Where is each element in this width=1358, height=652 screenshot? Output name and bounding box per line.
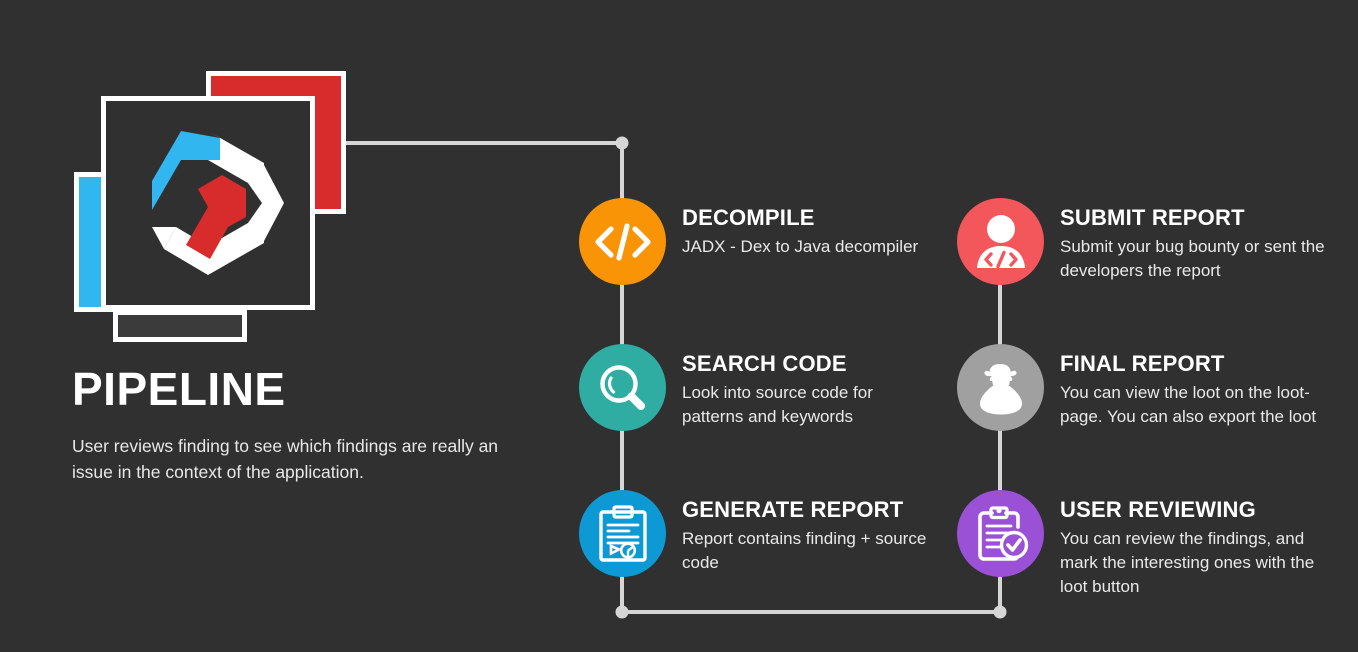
- step-decompile-text: DECOMPILE JADX - Dex to Java decompiler: [682, 198, 932, 259]
- step-decompile-icon-circle[interactable]: [579, 198, 666, 285]
- code-brackets-icon: [594, 222, 651, 261]
- step-user-reviewing[interactable]: USER REVIEWING You can review the findin…: [957, 490, 1328, 599]
- developer-person-icon: [976, 214, 1025, 268]
- step-user-reviewing-title: USER REVIEWING: [1060, 497, 1256, 522]
- hexagon-logo-icon: [152, 131, 284, 275]
- pipeline-logo: [0, 0, 400, 360]
- headline-block: PIPELINE User reviews finding to see whi…: [72, 366, 542, 486]
- step-decompile-description: JADX - Dex to Java decompiler: [682, 237, 919, 257]
- step-decompile-title: DECOMPILE: [682, 205, 815, 230]
- step-generate-report-title: GENERATE REPORT: [682, 497, 904, 522]
- logo-card-main: [101, 96, 315, 310]
- page-subtitle: User reviews finding to see which findin…: [72, 436, 499, 482]
- step-submit-report-text: SUBMIT REPORT Submit your bug bounty or …: [1060, 198, 1328, 283]
- step-submit-report-icon-circle[interactable]: [957, 198, 1044, 285]
- step-submit-report-title: SUBMIT REPORT: [1060, 205, 1245, 230]
- clipboard-check-icon: [977, 505, 1028, 561]
- step-user-reviewing-icon-circle[interactable]: [957, 490, 1044, 577]
- step-final-report-icon-circle[interactable]: [957, 344, 1044, 431]
- step-user-reviewing-description: You can review the findings, and mark th…: [1060, 529, 1315, 597]
- step-generate-report-icon-circle[interactable]: [579, 490, 666, 577]
- step-search-code-description: Look into source code for patterns and k…: [682, 383, 873, 427]
- step-generate-report-text: GENERATE REPORT Report contains finding …: [682, 490, 932, 575]
- step-final-report[interactable]: FINAL REPORT You can view the loot on th…: [957, 344, 1328, 431]
- step-submit-report[interactable]: SUBMIT REPORT Submit your bug bounty or …: [957, 198, 1328, 285]
- step-decompile[interactable]: DECOMPILE JADX - Dex to Java decompiler: [579, 198, 932, 285]
- clipboard-chart-icon: [598, 504, 647, 562]
- step-generate-report[interactable]: GENERATE REPORT Report contains finding …: [579, 490, 932, 577]
- step-final-report-text: FINAL REPORT You can view the loot on th…: [1060, 344, 1328, 429]
- step-final-report-title: FINAL REPORT: [1060, 351, 1225, 376]
- logo-card-shadow: [113, 310, 247, 342]
- page-title: PIPELINE: [72, 363, 286, 415]
- money-bag-icon: [979, 363, 1022, 414]
- magnifying-glass-icon: [599, 364, 645, 410]
- step-search-code-text: SEARCH CODE Look into source code for pa…: [682, 344, 932, 429]
- step-submit-report-description: Submit your bug bounty or sent the devel…: [1060, 237, 1325, 281]
- step-search-code-title: SEARCH CODE: [682, 351, 847, 376]
- step-user-reviewing-text: USER REVIEWING You can review the findin…: [1060, 490, 1328, 599]
- step-search-code[interactable]: SEARCH CODE Look into source code for pa…: [579, 344, 932, 431]
- step-generate-report-description: Report contains finding + source code: [682, 529, 927, 573]
- step-search-code-icon-circle[interactable]: [579, 344, 666, 431]
- step-final-report-description: You can view the loot on the loot-page. …: [1060, 383, 1317, 427]
